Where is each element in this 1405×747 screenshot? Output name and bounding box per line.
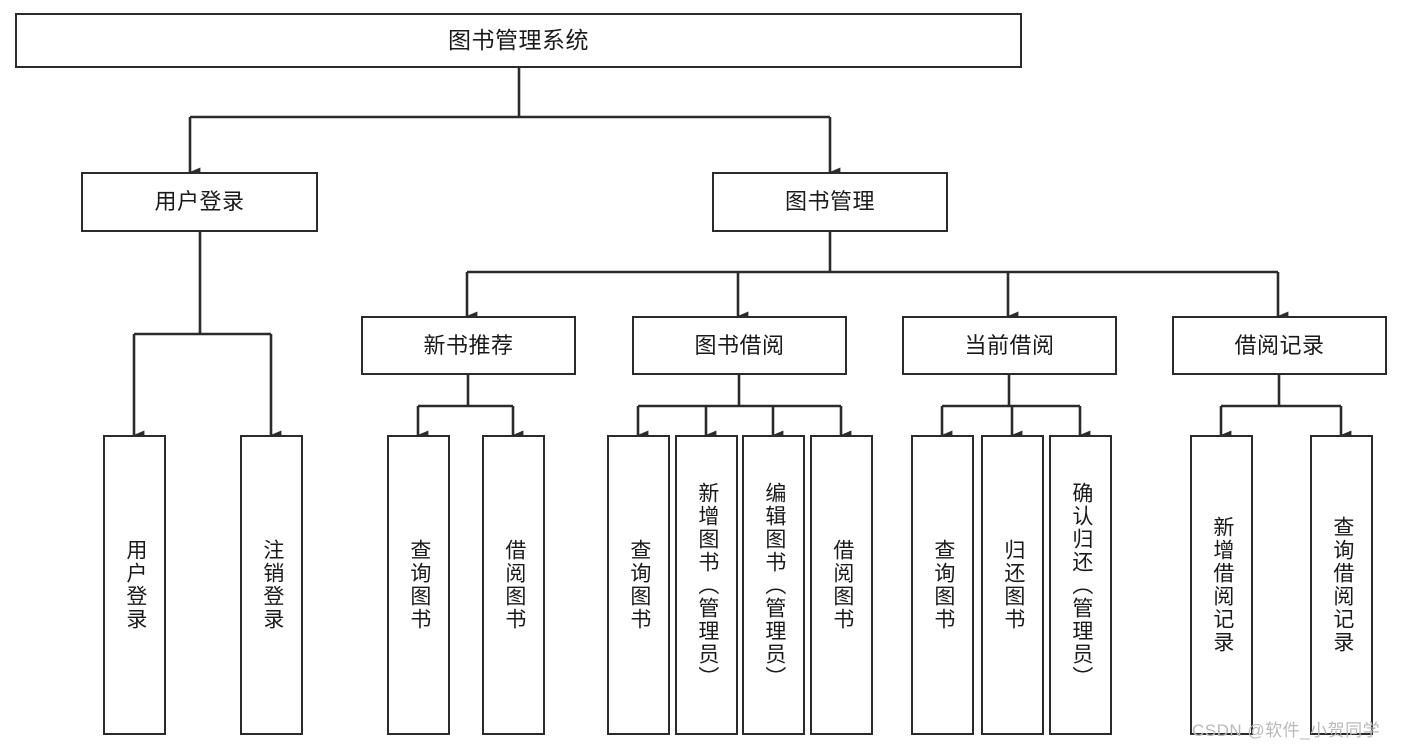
- node-label: 当前借阅: [964, 332, 1055, 358]
- node-label: 注销登录: [260, 539, 284, 631]
- node-label: 借阅图书: [830, 539, 854, 631]
- node-label: 借阅图书: [502, 539, 526, 631]
- node-l4-c3[interactable]: 编辑图书（管理员）: [742, 435, 805, 735]
- node-label: 新增借阅记录: [1210, 516, 1234, 654]
- node-label: 查询图书: [627, 539, 651, 631]
- node-l4-d1[interactable]: 查询图书: [911, 435, 974, 735]
- node-l3-borrow[interactable]: 图书借阅: [632, 316, 847, 375]
- node-l4-d3[interactable]: 确认归还（管理员）: [1049, 435, 1112, 735]
- node-l2-login[interactable]: 用户登录: [81, 172, 318, 232]
- node-l4-b1[interactable]: 查询图书: [387, 435, 450, 735]
- node-l3-newbook[interactable]: 新书推荐: [361, 316, 576, 375]
- node-l2-manage[interactable]: 图书管理: [712, 172, 948, 232]
- node-label: 图书借阅: [694, 332, 785, 358]
- node-label: 归还图书: [1001, 539, 1025, 631]
- node-l4-a2[interactable]: 注销登录: [240, 435, 303, 735]
- node-label: 确认归还（管理员）: [1069, 481, 1093, 689]
- node-l4-c4[interactable]: 借阅图书: [810, 435, 873, 735]
- node-root[interactable]: 图书管理系统: [15, 13, 1022, 68]
- node-l4-b2[interactable]: 借阅图书: [482, 435, 545, 735]
- node-label: 图书管理系统: [448, 26, 589, 53]
- node-l4-d2[interactable]: 归还图书: [981, 435, 1044, 735]
- node-l4-e1[interactable]: 新增借阅记录: [1190, 435, 1253, 735]
- node-l3-record[interactable]: 借阅记录: [1172, 316, 1387, 375]
- node-l4-a1[interactable]: 用户登录: [103, 435, 166, 735]
- node-l3-current[interactable]: 当前借阅: [902, 316, 1117, 375]
- node-label: 查询图书: [931, 539, 955, 631]
- node-label: 编辑图书（管理员）: [762, 481, 786, 689]
- node-label: 查询借阅记录: [1330, 516, 1354, 654]
- node-label: 用户登录: [123, 539, 147, 631]
- node-l4-e2[interactable]: 查询借阅记录: [1310, 435, 1373, 735]
- node-label: 新书推荐: [423, 332, 514, 358]
- node-label: 借阅记录: [1234, 332, 1325, 358]
- node-label: 用户登录: [154, 189, 245, 215]
- node-label: 图书管理: [784, 189, 875, 215]
- node-label: 查询图书: [407, 539, 431, 631]
- node-l4-c1[interactable]: 查询图书: [607, 435, 670, 735]
- node-label: 新增图书（管理员）: [695, 481, 719, 689]
- csdn-watermark: CSDN @软件_小贺同学: [1192, 721, 1381, 740]
- node-l4-c2[interactable]: 新增图书（管理员）: [675, 435, 738, 735]
